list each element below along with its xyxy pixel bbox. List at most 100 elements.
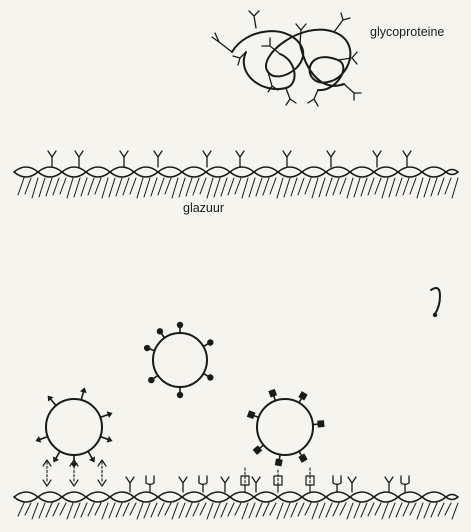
enamel-hatch-line <box>39 178 45 197</box>
enamel-hatch-line <box>60 178 66 194</box>
y-receptor-icon <box>203 151 211 167</box>
y-receptor-icon <box>126 477 134 492</box>
enamel-hatch-line <box>445 178 451 194</box>
enamel-hatch-line <box>424 503 430 518</box>
y-receptor-icon <box>154 151 162 167</box>
enamel-hatch-line <box>438 503 444 516</box>
enamel-surface-bottom <box>14 476 458 519</box>
enamel-hatch-line <box>242 178 248 198</box>
enamel-hatch-line <box>165 503 171 515</box>
enamel-hatch-line <box>389 178 395 197</box>
enamel-hatch-line <box>172 503 178 519</box>
enamel-hatch-line <box>249 503 255 518</box>
u-receptor-icon <box>146 476 154 492</box>
ball-receptor-icon <box>177 392 183 398</box>
enamel-hatch-line <box>298 178 304 195</box>
enamel-hatch-line <box>81 178 87 196</box>
enamel-hatch-line <box>340 503 346 515</box>
enamel-hatch-line <box>123 503 129 516</box>
enamel-hatch-line <box>60 503 66 515</box>
enamel-hatch-line <box>284 178 290 197</box>
enamel-hatch-line <box>368 178 374 195</box>
enamel-hatch-line <box>88 178 94 195</box>
enamel-hatch-line <box>151 503 157 517</box>
arrow-stem <box>81 392 83 400</box>
enamel-hatch-line <box>116 503 122 517</box>
enamel-hatch-line <box>235 503 241 515</box>
enamel-hatch-line <box>144 178 150 197</box>
enamel-hatch-line <box>32 503 38 519</box>
enamel-hatching-middle <box>18 178 458 198</box>
enamel-hatch-line <box>158 503 164 516</box>
enamel-hatch-line <box>186 503 192 517</box>
enamel-hatch-line <box>172 178 178 198</box>
enamel-hatch-line <box>277 503 283 519</box>
enamel-hatch-line <box>277 178 283 198</box>
u-receptor-icon <box>333 476 341 492</box>
enamel-hatch-line <box>361 178 367 196</box>
enamel-hatch-line <box>39 503 45 518</box>
bound-cell-square-receptors <box>245 389 325 486</box>
ball-receptor-icon <box>207 339 213 345</box>
enamel-hatch-line <box>200 503 206 515</box>
enamel-hatch-line <box>312 178 318 198</box>
enamel-hatch-line <box>179 503 185 518</box>
enamel-hatch-line <box>291 503 297 517</box>
enamel-hatch-line <box>102 178 108 198</box>
enamel-hatch-line <box>375 503 381 515</box>
enamel-hatch-line <box>375 178 381 194</box>
arrow-stem <box>51 399 56 405</box>
enamel-hatch-line <box>445 503 451 515</box>
enamel-hatch-line <box>347 178 353 198</box>
enamel-hatch-line <box>74 178 80 197</box>
enamel-hatch-line <box>438 178 444 195</box>
enamel-hatch-line <box>137 178 143 198</box>
enamel-hatch-line <box>396 503 402 517</box>
enamel-hatch-line <box>305 178 311 194</box>
enamel-hatch-line <box>137 503 143 519</box>
arrow-stem <box>88 451 92 458</box>
square-receptor-icon <box>317 420 324 427</box>
glycoprotein-chain <box>232 30 350 91</box>
enamel-hatch-line <box>410 503 416 515</box>
free-cell-ball-receptors <box>144 322 214 398</box>
enamel-hatch-line <box>326 178 332 196</box>
enamel-hatch-line <box>88 503 94 516</box>
y-receptor-icon <box>385 477 393 492</box>
enamel-hatch-line <box>67 503 73 519</box>
u-receptor-icon <box>199 476 207 492</box>
y-receptor-icon <box>48 151 56 167</box>
enamel-hatch-line <box>25 503 31 515</box>
enamel-hatch-line <box>74 503 80 518</box>
binding-arrows-right <box>245 468 310 486</box>
enamel-hatch-line <box>417 178 423 198</box>
glycoprotein-label: glycoproteine <box>370 25 444 39</box>
enamel-label: glazuur <box>183 201 224 215</box>
enamel-hatch-line <box>179 178 185 197</box>
enamel-hatch-line <box>417 503 423 519</box>
enamel-hatch-line <box>340 178 346 194</box>
y-receptor-icon <box>403 151 411 167</box>
enamel-hatch-line <box>424 178 430 197</box>
enamel-hatch-line <box>305 503 311 515</box>
enamel-hatch-line <box>291 178 297 196</box>
enamel-hatch-line <box>382 503 388 519</box>
enamel-hatch-line <box>403 503 409 516</box>
y-receptor-icon <box>327 151 335 167</box>
enamel-hatching-bottom <box>18 503 458 519</box>
enamel-hatch-line <box>431 503 437 517</box>
enamel-hatch-line <box>319 178 325 197</box>
enamel-hatch-line <box>214 503 220 518</box>
enamel-hatch-line <box>347 503 353 519</box>
enamel-hatch-line <box>368 503 374 516</box>
ball-receptor-icon <box>177 322 183 328</box>
y-receptor-icon <box>221 477 229 492</box>
y-receptor-icon <box>283 151 291 167</box>
enamel-hatch-line <box>214 178 220 197</box>
enamel-surface-middle <box>14 151 458 198</box>
enamel-hatch-line <box>123 178 129 195</box>
enamel-hatch-line <box>256 178 262 196</box>
enamel-hatch-line <box>361 503 367 517</box>
square-receptor-icon <box>268 389 277 398</box>
